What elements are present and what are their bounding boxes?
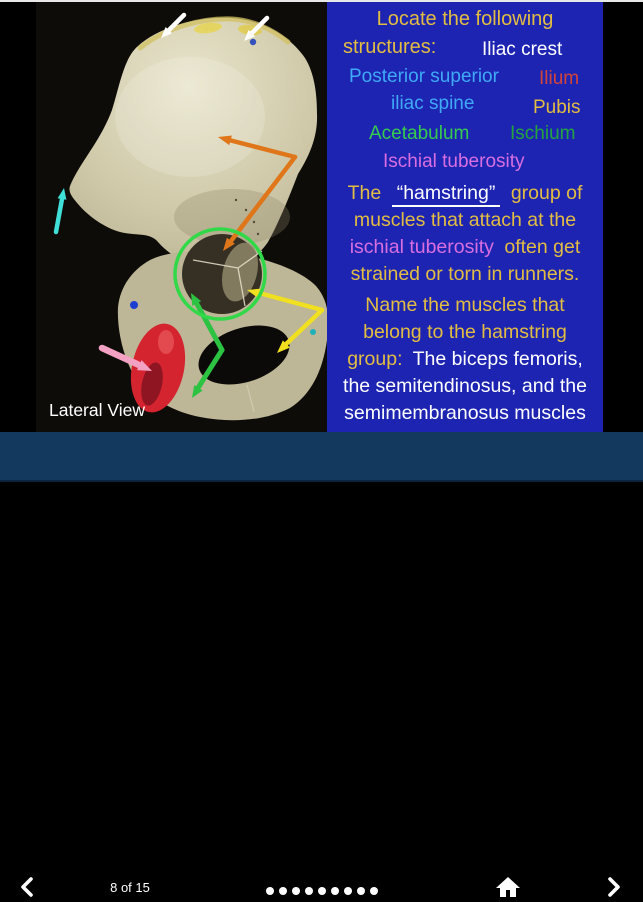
navigation-bar: 8 of 15 [0, 432, 643, 897]
prompt-line-1: Locate the following [376, 8, 554, 30]
sentence-line: Name the muscles that [365, 294, 565, 316]
text-the: The [347, 182, 382, 204]
structure-psis-line1: Posterior superior [349, 66, 499, 87]
cyan-arrow-icon [53, 188, 67, 235]
structure-ischium: Ischium [510, 123, 576, 144]
answer-text-1: The biceps femoris, [412, 348, 583, 370]
teal-paint-dot-right [310, 329, 316, 335]
orange-double-arrow-icon [218, 135, 298, 251]
photo-caption: Lateral View [49, 400, 145, 420]
page-dot[interactable] [344, 887, 352, 895]
hip-bone-illustration: Lateral View [0, 2, 330, 432]
text-group-colon: group: [347, 348, 403, 370]
structure-pubis: Pubis [533, 97, 581, 118]
yellow-double-arrow-icon [247, 288, 325, 353]
answer-text-2: the semitendinosus, and the [343, 375, 587, 397]
pink-arrow-icon [98, 344, 152, 371]
blue-paint-dot-top [249, 38, 257, 46]
iliac-crest-edge [137, 16, 291, 51]
page-dot[interactable] [370, 887, 378, 895]
prompt-line-2: structures: [343, 36, 437, 58]
text-ischial-tuberosity: ischial tuberosity [349, 236, 494, 258]
blue-paint-dot-left [130, 301, 138, 309]
chevron-left-icon [21, 877, 33, 897]
text-group-of: group of [510, 182, 583, 204]
sentence-line: belong to the hamstring [363, 321, 567, 343]
question-text-block: The “hamstring” group of muscles that at… [327, 180, 603, 427]
structure-ilium: Ilium [539, 68, 580, 89]
page-dot[interactable] [305, 887, 313, 895]
sentence-line: group: The biceps femoris, [327, 346, 603, 373]
iliac-wing-shape [69, 17, 318, 264]
structure-ischial-tuberosity: Ischial tuberosity [383, 151, 525, 172]
structure-acetabulum: Acetabulum [369, 123, 470, 144]
question-panel: Locate the following structures: Iliac c… [327, 2, 603, 432]
home-button[interactable] [494, 875, 522, 901]
slide-stage[interactable]: Lateral View Locate the following struct… [0, 2, 643, 432]
page-dots [266, 887, 378, 895]
obturator-foramen [198, 325, 290, 385]
previous-slide-button[interactable] [19, 877, 35, 897]
structure-iliac-crest: Iliac crest [482, 39, 563, 60]
page-dot[interactable] [279, 887, 287, 895]
answer-text-3: semimembranosus muscles [344, 402, 586, 424]
sentence-line: The “hamstring” group of [327, 180, 603, 207]
white-arrow-right-icon [244, 15, 270, 41]
sentence-line: muscles that attach at the [353, 209, 577, 231]
page-dot[interactable] [357, 887, 365, 895]
sentence-line: ischial tuberosity often get [327, 234, 603, 261]
page-dot[interactable] [292, 887, 300, 895]
next-slide-button[interactable] [606, 877, 622, 897]
home-icon [496, 877, 520, 897]
green-double-arrow-icon [191, 293, 225, 398]
triradiate-lines [192, 250, 263, 413]
page-dot[interactable] [266, 887, 274, 895]
bone-photo: Lateral View [0, 2, 330, 432]
page-dot[interactable] [318, 887, 326, 895]
acetabulum-circle-annotation [173, 227, 267, 321]
chevron-right-icon [608, 877, 620, 897]
text-often-get: often get [504, 236, 581, 258]
window-top-edge [0, 0, 643, 2]
structure-psis-line2: iliac spine [391, 93, 475, 114]
page-dot[interactable] [331, 887, 339, 895]
hamstring-blank: “hamstring” [391, 182, 501, 207]
page-counter: 8 of 15 [110, 880, 150, 895]
sentence-line: strained or torn in runners. [350, 263, 580, 285]
white-arrow-left-icon [161, 12, 187, 38]
red-paint-ischial-tuberosity [130, 323, 186, 413]
